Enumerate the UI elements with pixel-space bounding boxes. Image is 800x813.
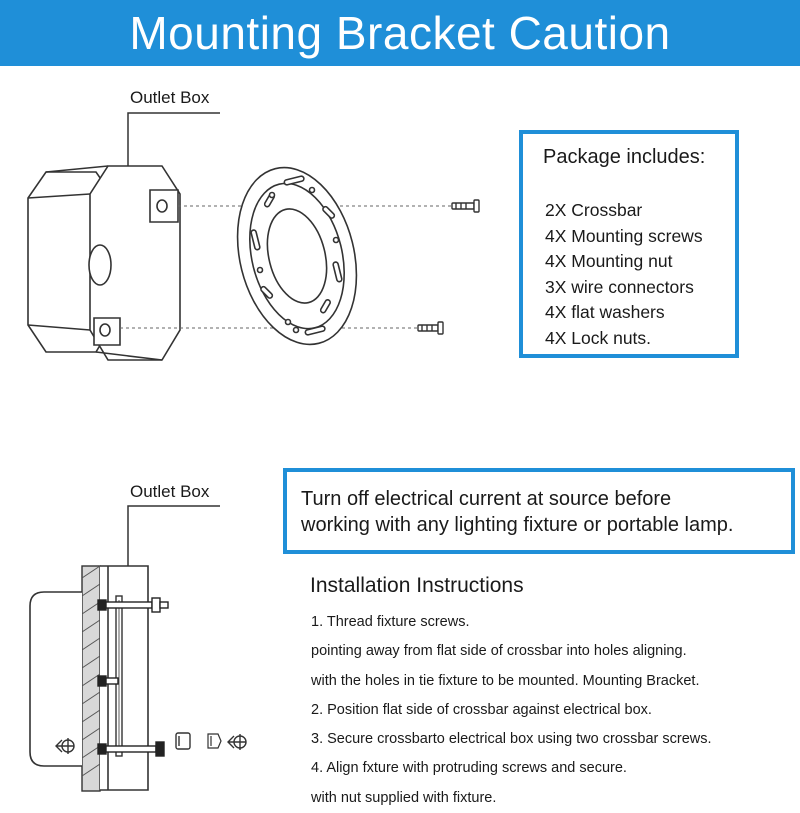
octagonal-outlet-box [27,165,181,361]
mounting-screw-upper [451,199,480,213]
package-item: 2X Crossbar [545,200,643,220]
crossbar [115,595,123,757]
mounting-nut [175,732,191,750]
instruction-line: pointing away from flat side of crossbar… [311,643,687,660]
outlet-box-label-top: Outlet Box [130,88,210,107]
lock-nut [207,733,222,749]
instructions-list: 1. Thread fixture screws. pointing away … [311,608,712,813]
package-item: 4X Mounting screws [545,225,703,246]
instruction-line: with nut supplied with fixture. [311,789,497,806]
instruction-line: 4. Align fxture with protruding screws a… [311,760,627,777]
round-mounting-plate [236,166,358,346]
page-title: Mounting Bracket Caution [129,7,671,59]
outlet-box-leader-top [127,112,220,166]
package-item: 4X flat washers [545,302,665,322]
ground-arrow-icon [227,734,247,750]
fixture-canopy [29,591,82,767]
top-exploded-diagram: Outlet Box [27,88,480,361]
package-item: 4X Lock nuts. [545,327,652,348]
instruction-line: 3. Secure crossbarto electrical box usin… [311,731,712,748]
crossbar-screws [97,597,169,757]
instruction-line: with the holes in tie fixture to be moun… [311,672,700,689]
package-item: 3X wire connectors [545,276,694,297]
package-items-list: 2X Crossbar 4X Mounting screws 4X Mounti… [545,198,703,351]
instruction-line: 2. Position flat side of crossbar agains… [311,701,652,718]
title-banner: Mounting Bracket Caution [0,0,800,66]
instruction-line: 1. Thread fixture screws. [311,614,470,630]
ground-arrow-icon-left [55,738,75,754]
mounting-screw-lower [417,321,444,335]
package-item: 4X Mounting nut [545,251,673,271]
bottom-side-diagram: Outlet Box [29,482,247,792]
instructions-title: Installation Instructions [310,574,524,597]
package-title: Package includes: [543,146,706,168]
safety-warning-box: Turn off electrical current at source be… [283,468,795,554]
outlet-box-leader-bottom [127,505,220,566]
outlet-box-label-bottom: Outlet Box [130,482,210,501]
warning-line: Turn off electrical current at source be… [301,488,672,510]
package-includes-box: Package includes: 2X Crossbar 4X Mountin… [519,130,739,358]
warning-line: working with any lighting fixture or por… [301,514,734,536]
